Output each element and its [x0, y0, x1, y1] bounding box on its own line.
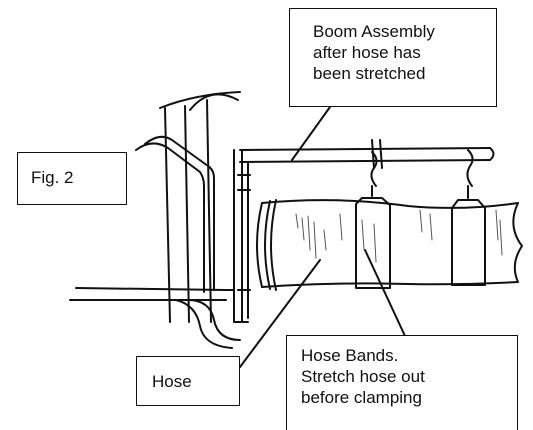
boom-assembly-callout: Boom Assembly after hose has been stretc…: [289, 8, 497, 107]
leader-lines: [239, 106, 406, 368]
figure-label: Fig. 2: [17, 152, 127, 205]
hose-shading: [295, 209, 503, 263]
hose-drawing: [256, 199, 523, 291]
hose-bands-drawing: [355, 149, 486, 289]
hose-callout: Hose: [136, 356, 240, 406]
frame-drawing: [69, 91, 241, 349]
boom-drawing: [233, 139, 495, 323]
hose-bands-callout: Hose Bands. Stretch hose out before clam…: [286, 335, 518, 430]
